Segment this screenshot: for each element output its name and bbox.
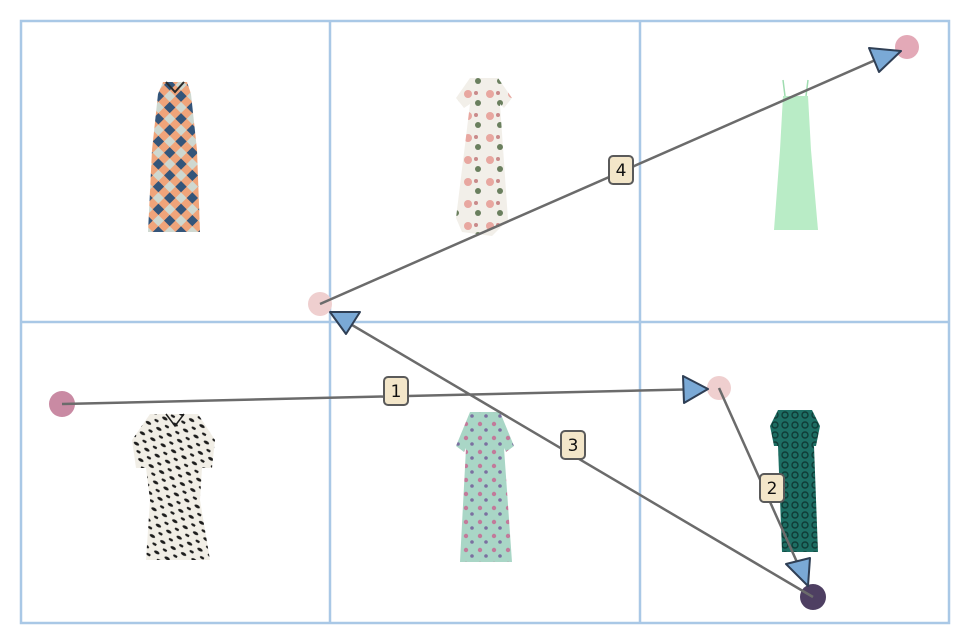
arrow-heads	[329, 47, 902, 587]
step-label-2: 2	[759, 473, 785, 503]
dress-mint-floral-image[interactable]	[456, 412, 514, 562]
dress-animal-print-image[interactable]	[132, 413, 215, 560]
grid-lines	[19, 19, 951, 625]
dress-mint-slip-image[interactable]	[774, 79, 818, 230]
step-label-4: 4	[608, 155, 634, 185]
arrowhead-step-2	[785, 557, 811, 587]
dress-geometric-print-image[interactable]	[148, 81, 200, 232]
arrowhead-step-4	[868, 47, 902, 73]
step-label-3-text: 3	[568, 436, 579, 456]
dress-floral-white-image[interactable]	[456, 78, 512, 236]
arrowhead-step-1	[682, 375, 709, 404]
step-label-2-text: 2	[767, 479, 778, 499]
step-label-4-text: 4	[616, 161, 627, 181]
step-label-3: 3	[560, 430, 586, 460]
dress-teal-lace-image[interactable]	[770, 410, 820, 552]
step-label-1: 1	[383, 376, 409, 406]
point-top-right[interactable]	[895, 35, 919, 59]
arrowhead-step-3	[329, 311, 361, 335]
step-label-1-text: 1	[391, 382, 402, 402]
